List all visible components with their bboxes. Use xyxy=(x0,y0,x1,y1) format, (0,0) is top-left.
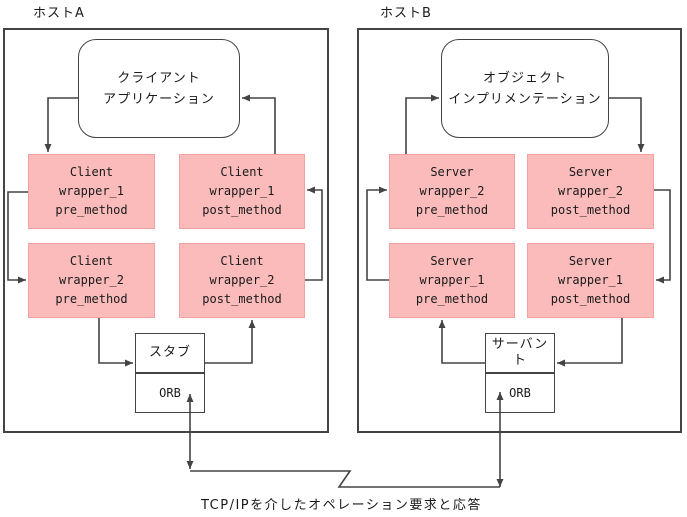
server-wrapper2-pre-method-box: Server wrapper_2 pre_method xyxy=(389,154,515,229)
orb-a-box: ORB xyxy=(135,373,205,413)
client-wrapper2-pre-method-box: Client wrapper_2 pre_method xyxy=(28,243,155,318)
server-wrapper1-pre-method-box: Server wrapper_1 pre_method xyxy=(389,243,515,318)
host-a-box xyxy=(3,28,329,433)
servant-box: サーバン ト xyxy=(485,333,555,373)
tcpip-caption: TCP/IPを介したオペレーション要求と応答 xyxy=(201,498,482,513)
client-wrapper1-pre-method-box: Client wrapper_1 pre_method xyxy=(28,154,155,229)
network-zigzag-line xyxy=(190,470,500,488)
client-wrapper1-post-method-box: Client wrapper_1 post_method xyxy=(179,154,305,229)
client-wrapper2-post-method-box: Client wrapper_2 post_method xyxy=(179,243,305,318)
host-b-box xyxy=(357,28,682,433)
host-a-title: ホストA xyxy=(33,6,85,21)
host-b-title: ホストB xyxy=(380,6,432,21)
orb-b-box: ORB xyxy=(485,373,555,413)
server-wrapper2-post-method-box: Server wrapper_2 post_method xyxy=(527,154,654,229)
object-implementation-box: オブジェクト インプリメンテーション xyxy=(441,39,609,138)
client-application-box: クライアント アプリケーション xyxy=(78,39,240,138)
server-wrapper1-post-method-box: Server wrapper_1 post_method xyxy=(527,243,654,318)
stub-box: スタブ xyxy=(135,333,205,373)
